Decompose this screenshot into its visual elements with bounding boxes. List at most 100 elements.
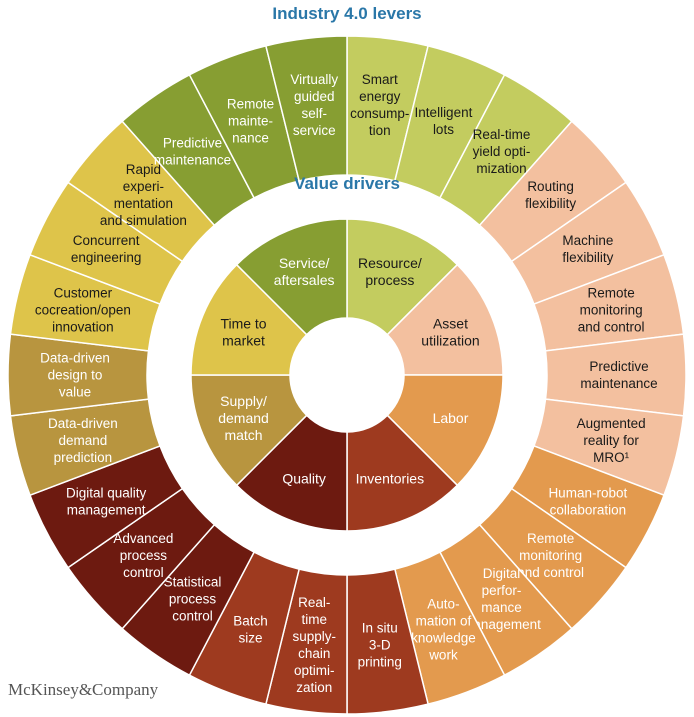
- lever-label-5-line-2: and control: [578, 320, 645, 335]
- lever-label-15-line-1: process: [169, 592, 217, 607]
- lever-label-3: Routing flexibility: [525, 179, 576, 211]
- lever-label-0: Smart energy consump-tion: [350, 72, 409, 138]
- lever-label-6-line-1: maintenance: [580, 376, 657, 391]
- lever-label-16-line-0: Advanced: [113, 531, 173, 546]
- driver-label-2-line-0: Labor: [433, 410, 469, 426]
- lever-label-11-line-1: mation of: [416, 614, 472, 629]
- lever-label-17-line-1: management: [67, 503, 146, 518]
- driver-label-2: Labor: [433, 410, 469, 426]
- driver-label-0-line-1: process: [365, 272, 414, 288]
- lever-label-6-line-0: Predictive: [589, 359, 648, 374]
- lever-label-10-line-0: Digital: [483, 566, 521, 581]
- driver-label-5-line-1: demand: [218, 410, 269, 426]
- lever-label-12-line-2: printing: [358, 655, 402, 670]
- driver-label-7-line-0: Service/: [279, 255, 330, 271]
- driver-segment-7: [235, 218, 348, 336]
- driver-label-6-line-0: Time to: [220, 316, 266, 332]
- driver-label-3-line-0: Inventories: [356, 470, 424, 486]
- driver-label-1-line-1: utilization: [421, 333, 479, 349]
- driver-label-7: Service/aftersales: [274, 255, 335, 288]
- lever-label-18-line-1: demand: [59, 433, 108, 448]
- lever-label-19: Data-driven design to value: [40, 351, 110, 400]
- lever-label-5-line-0: Remote: [587, 286, 634, 301]
- lever-label-8: Human-robot collaboration: [548, 486, 627, 518]
- brand-logo-text: McKinsey&Company: [8, 680, 159, 699]
- lever-label-24-line-0: Remote: [227, 96, 274, 111]
- lever-label-0-line-0: Smart: [362, 72, 398, 87]
- lever-label-24-line-1: mainte-: [228, 113, 273, 128]
- lever-label-11-line-2: knowledge: [411, 631, 476, 646]
- lever-label-13-line-1: time: [301, 612, 327, 627]
- lever-label-2-line-0: Real-time: [473, 127, 531, 142]
- lever-label-19-line-0: Data-driven: [40, 351, 110, 366]
- lever-label-1-line-0: Intelligent: [415, 105, 473, 120]
- lever-label-9-line-0: Remote: [527, 531, 574, 546]
- lever-label-0-line-2: consump-: [350, 106, 409, 121]
- driver-label-6-line-1: market: [222, 333, 265, 349]
- lever-label-23: Predictive maintenance: [154, 135, 231, 167]
- lever-label-14-line-0: Batch: [233, 614, 268, 629]
- lever-label-18-line-0: Data-driven: [48, 416, 118, 431]
- lever-label-7-line-1: reality for: [583, 433, 639, 448]
- lever-label-7-line-2: MRO¹: [593, 450, 629, 465]
- driver-label-4: Quality: [282, 470, 326, 486]
- lever-label-11-line-3: work: [428, 648, 458, 663]
- lever-label-20-line-1: cocreation/open: [35, 303, 131, 318]
- lever-label-7-line-0: Augmented: [577, 416, 646, 431]
- lever-label-10-line-3: management: [462, 617, 541, 632]
- lever-label-18-line-2: prediction: [54, 450, 113, 465]
- lever-label-23-line-1: maintenance: [154, 152, 231, 167]
- lever-label-3-line-1: flexibility: [525, 196, 576, 211]
- lever-label-20-line-2: innovation: [52, 320, 114, 335]
- lever-label-10-line-1: perfor-: [482, 583, 522, 598]
- lever-label-16-line-1: process: [120, 548, 168, 563]
- lever-label-8-line-0: Human-robot: [548, 486, 627, 501]
- lever-label-13-line-4: optimi-: [294, 663, 335, 678]
- lever-label-12-line-0: In situ: [362, 621, 398, 636]
- lever-label-19-line-2: value: [59, 385, 91, 400]
- lever-label-12-line-1: 3-D: [369, 638, 391, 653]
- lever-label-5-line-1: monitoring: [580, 303, 643, 318]
- lever-label-3-line-0: Routing: [527, 179, 574, 194]
- lever-label-25-line-1: guided: [294, 89, 335, 104]
- lever-label-13-line-0: Real-: [298, 595, 330, 610]
- inner-ring-title: Value drivers: [294, 174, 400, 193]
- lever-label-0-line-3: tion: [369, 123, 391, 138]
- lever-label-20-line-0: Customer: [54, 286, 113, 301]
- lever-label-23-line-0: Predictive: [163, 135, 222, 150]
- lever-label-24: Remote mainte-nance: [227, 96, 274, 145]
- lever-label-2-line-2: mization: [476, 161, 526, 176]
- lever-label-6: Predictive maintenance: [580, 359, 657, 391]
- lever-label-25-line-2: self-: [301, 106, 327, 121]
- lever-label-8-line-1: collaboration: [550, 503, 627, 518]
- lever-label-15-line-2: control: [172, 609, 213, 624]
- lever-label-21-line-1: engineering: [71, 250, 142, 265]
- lever-label-20: Customer cocreation/open innovation: [35, 286, 131, 335]
- driver-label-3: Inventories: [356, 470, 424, 486]
- lever-label-22-line-2: mentation: [114, 196, 173, 211]
- lever-label-9-line-2: and control: [517, 565, 584, 580]
- lever-label-22-line-1: experi-: [123, 179, 164, 194]
- lever-label-24-line-2: nance: [232, 130, 269, 145]
- lever-label-4-line-0: Machine: [562, 233, 613, 248]
- lever-label-19-line-1: design to: [48, 368, 103, 383]
- lever-label-0-line-1: energy: [359, 89, 401, 104]
- lever-label-13-line-5: zation: [296, 680, 332, 695]
- lever-label-4-line-1: flexibility: [562, 250, 613, 265]
- lever-label-18: Data-driven demand prediction: [48, 416, 118, 465]
- outer-ring-title: Industry 4.0 levers: [272, 4, 422, 23]
